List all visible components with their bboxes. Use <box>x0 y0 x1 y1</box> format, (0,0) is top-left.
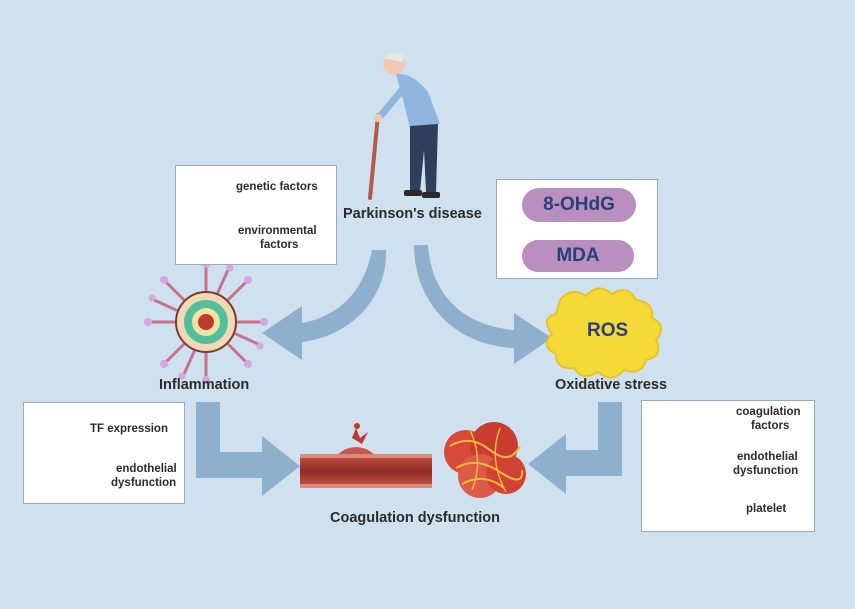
marker-8-ohdg-pill: 8-OHdG <box>522 188 636 222</box>
inflammation-effects-box <box>23 402 185 504</box>
tf-expression-label: TF expression <box>90 423 168 435</box>
blood-vessel-icon <box>300 423 432 488</box>
genetic-factors-label: genetic factors <box>236 181 318 193</box>
blood-clot-icon <box>444 422 526 498</box>
coagulation-label: coagulation <box>736 406 801 418</box>
endothelial-label-left: endothelial <box>116 463 177 475</box>
risk-factors-box <box>175 165 337 265</box>
environmental-label: environmental <box>238 225 317 237</box>
arrow-inflammation-to-coagulation <box>196 402 300 496</box>
inflammatory-cell-icon <box>144 260 268 384</box>
ros-label: ROS <box>587 320 629 341</box>
coagulation-dysfunction-label: Coagulation dysfunction <box>330 510 500 526</box>
oxidative-stress-label: Oxidative stress <box>555 377 668 393</box>
marker-mda-pill: MDA <box>522 240 634 272</box>
inflammation-label: Inflammation <box>159 377 250 393</box>
dysfunction-label-right: dysfunction <box>733 465 799 477</box>
oxidative-effects-box <box>641 400 815 532</box>
arrow-to-inflammation <box>262 250 387 360</box>
arrow-to-oxidative-stress <box>414 245 552 364</box>
dysfunction-label-left: dysfunction <box>111 477 177 489</box>
environmental-factors-label: factors <box>260 239 299 251</box>
factors-label: factors <box>751 420 790 432</box>
elderly-man-icon <box>368 52 440 200</box>
parkinsons-disease-label: Parkinson's disease <box>343 206 482 222</box>
ros-blob-icon <box>545 287 663 379</box>
endothelial-label-right: endothelial <box>737 451 798 463</box>
arrow-oxidative-to-coagulation <box>528 402 622 494</box>
marker-8-ohdg-label: 8-OHdG <box>543 194 615 215</box>
platelet-label: platelet <box>746 503 787 515</box>
marker-mda-label: MDA <box>556 245 600 266</box>
